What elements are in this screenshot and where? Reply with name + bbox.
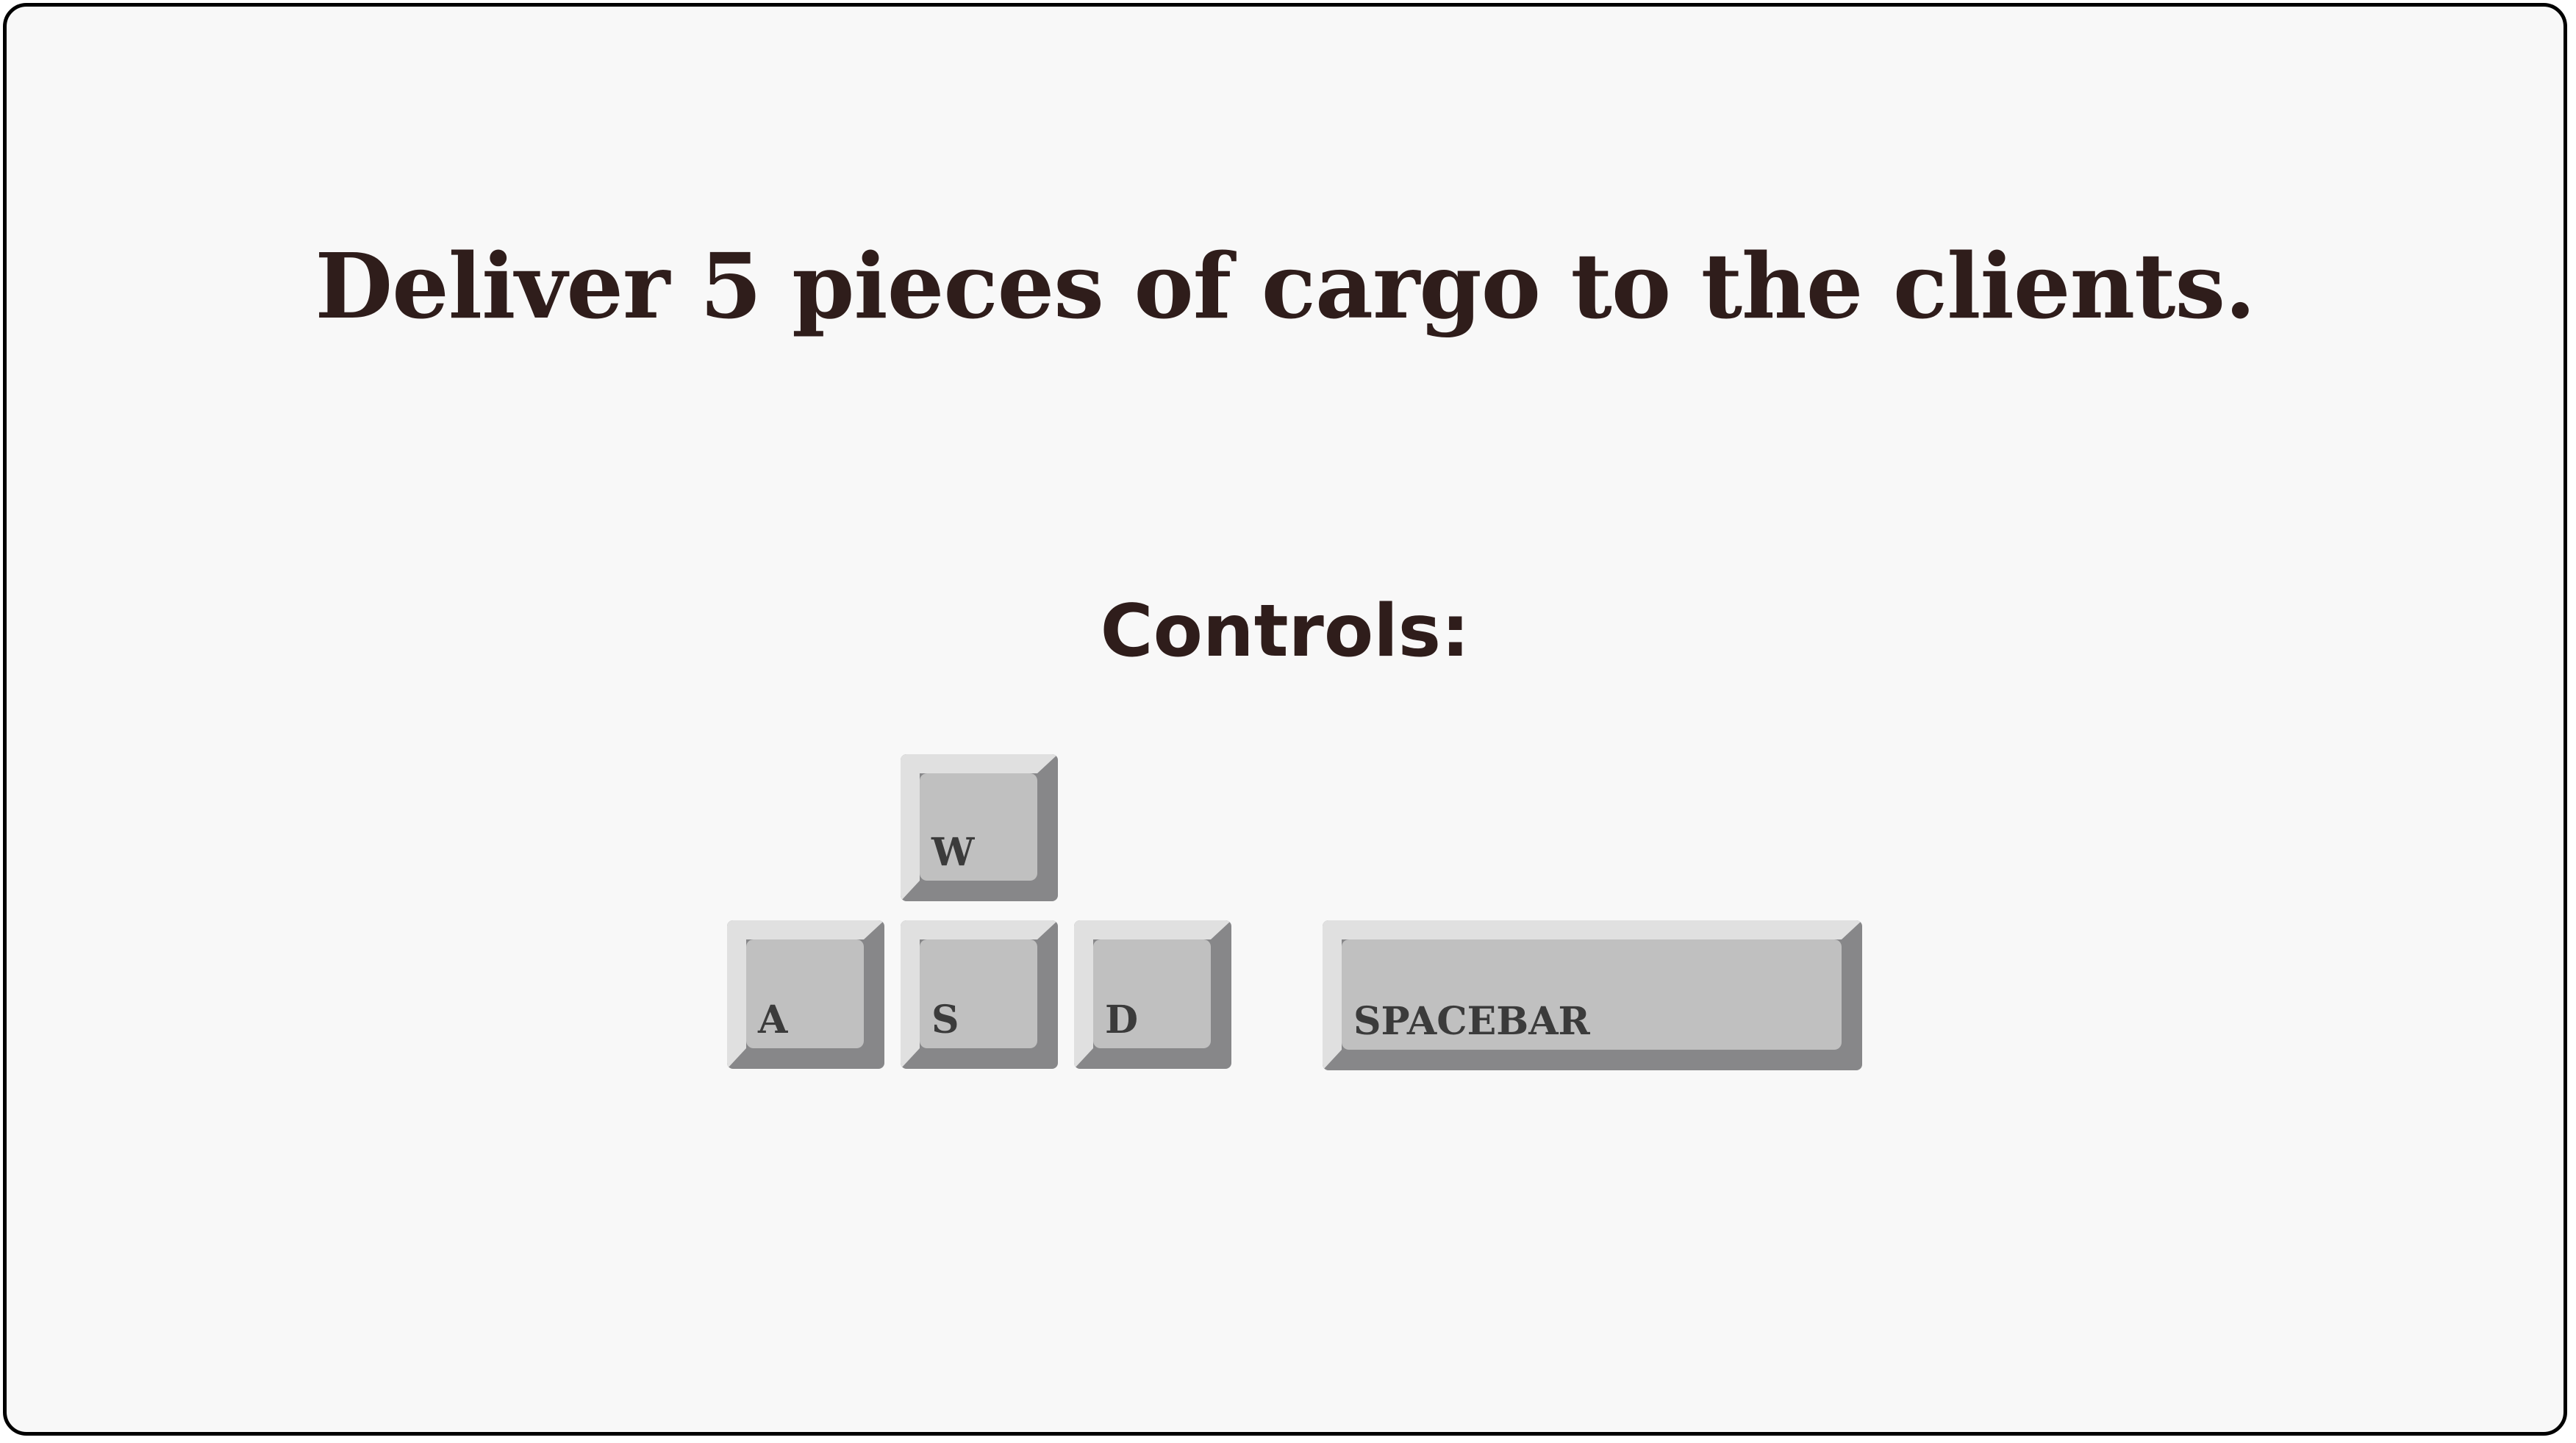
key-face [920,939,1037,1048]
game-screen: Deliver 5 pieces of cargo to the clients… [3,3,2567,1436]
key-face [1093,939,1211,1048]
key-s: S [901,920,1058,1069]
key-w: W [901,754,1058,901]
key-face [920,773,1037,881]
key-a: A [727,920,884,1069]
controls-heading: Controls: [1100,590,1470,673]
key-a-label: A [758,998,788,1042]
objective-text: Deliver 5 pieces of cargo to the clients… [315,233,2255,339]
key-w-label: W [931,830,975,875]
key-face [1342,939,1842,1050]
key-d-label: D [1105,998,1139,1042]
key-face [746,939,864,1048]
key-spacebar-label: SPACEBAR [1353,999,1590,1044]
key-s-label: S [931,998,959,1042]
key-spacebar: SPACEBAR [1323,920,1862,1070]
key-d: D [1074,920,1231,1069]
